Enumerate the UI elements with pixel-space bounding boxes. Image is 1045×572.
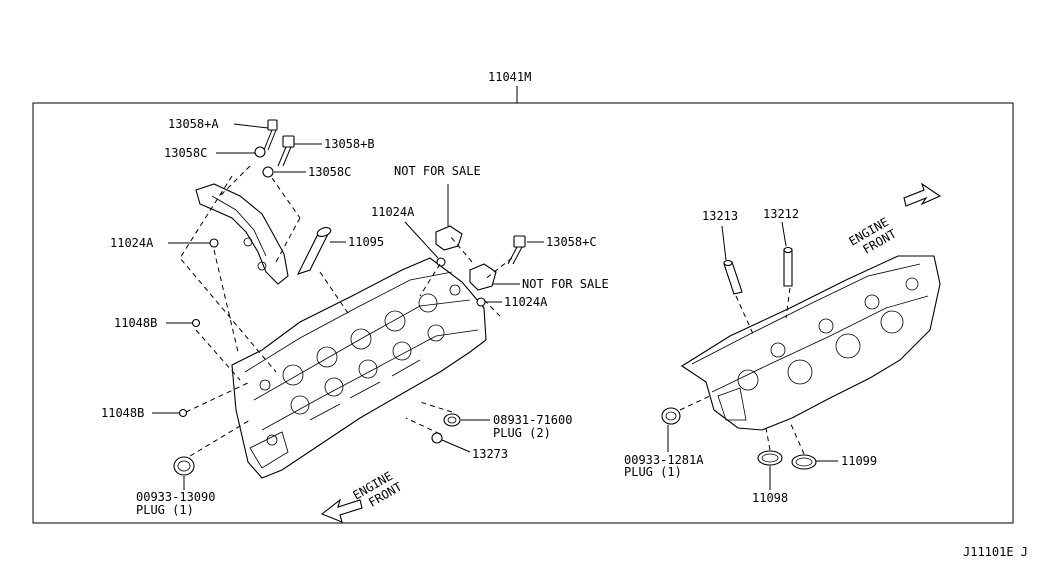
callout-not-for-sale-1[interactable]: NOT FOR SALE <box>394 164 481 178</box>
washer-13058c-a[interactable] <box>254 146 266 158</box>
rocker-piece-1[interactable] <box>435 225 463 251</box>
cylinder-head-right[interactable] <box>680 255 941 431</box>
chain-guide-bracket[interactable] <box>195 183 289 285</box>
callout-11048b-b[interactable]: 11048B <box>101 406 144 420</box>
valve-guide-13212[interactable] <box>783 246 793 287</box>
callout-13212[interactable]: 13212 <box>763 207 799 221</box>
callout-00933-13090[interactable]: 00933-13090 <box>136 490 215 504</box>
valve-guide-13213[interactable] <box>723 259 743 295</box>
callout-13058c-a[interactable]: 13058C <box>164 146 207 160</box>
washer-13058c-b[interactable] <box>262 166 274 178</box>
plug-00933-1281a[interactable] <box>661 407 681 425</box>
callout-08931-plug[interactable]: PLUG (2) <box>493 426 551 440</box>
dowel-11048b-a[interactable] <box>191 318 201 328</box>
callout-11048b-a[interactable]: 11048B <box>114 316 157 330</box>
engine-front-arrow-left <box>320 498 363 523</box>
exploded-lines-right <box>679 287 805 455</box>
callout-13213[interactable]: 13213 <box>702 209 738 223</box>
seal-11099[interactable] <box>791 454 817 470</box>
callout-00933-1281a[interactable]: 00933-1281A <box>624 453 704 467</box>
callout-11024a-left[interactable]: 11024A <box>110 236 154 250</box>
dowel-11024a-top[interactable] <box>436 257 446 267</box>
callout-08931-number[interactable]: 08931-71600 <box>493 413 572 427</box>
callout-13058c-b[interactable]: 13058C <box>308 165 351 179</box>
leaders-left <box>152 123 544 490</box>
exploded-lines-left <box>179 165 513 457</box>
seal-11098[interactable] <box>757 450 783 466</box>
plug-00933-13090[interactable] <box>173 456 195 476</box>
callout-13058-c[interactable]: 13058+C <box>546 235 597 249</box>
dowel-11048b-b[interactable] <box>178 408 188 418</box>
callout-13273[interactable]: 13273 <box>472 447 508 461</box>
rocker-piece-2[interactable] <box>469 263 497 291</box>
callout-13058-b[interactable]: 13058+B <box>324 137 375 151</box>
cylinder-head-left[interactable] <box>231 257 487 479</box>
dowel-11024a-right[interactable] <box>476 297 486 307</box>
callout-11095[interactable]: 11095 <box>348 235 384 249</box>
plug-08931[interactable] <box>443 413 461 427</box>
dowel-11024a-left[interactable] <box>209 238 219 248</box>
bolt-13058-c[interactable] <box>507 235 526 265</box>
engine-front-arrow-right <box>903 182 942 207</box>
bolt-13058-b[interactable] <box>277 135 295 167</box>
callout-11024a-top[interactable]: 11024A <box>371 205 415 219</box>
callout-00933-1281a-plug[interactable]: PLUG (1) <box>624 465 682 479</box>
callout-11024a-right[interactable]: 11024A <box>504 295 548 309</box>
callout-13058-a[interactable]: 13058+A <box>168 117 219 131</box>
leaders-right <box>667 221 838 490</box>
sleeve-11095[interactable] <box>296 226 332 275</box>
diagram-code: J11101E J <box>963 545 1028 559</box>
bolt-13058-a[interactable] <box>263 119 278 151</box>
engine-front-label-right: ENGINE FRONT <box>847 215 899 257</box>
callout-00933-13090-plug[interactable]: PLUG (1) <box>136 503 194 517</box>
callout-11098[interactable]: 11098 <box>752 491 788 505</box>
seal-ring-13273[interactable] <box>431 432 443 444</box>
assembly-frame <box>32 102 1014 524</box>
callout-not-for-sale-2[interactable]: NOT FOR SALE <box>522 277 609 291</box>
assembly-number-label[interactable]: 11041M <box>488 70 531 84</box>
callout-11099[interactable]: 11099 <box>841 454 877 468</box>
